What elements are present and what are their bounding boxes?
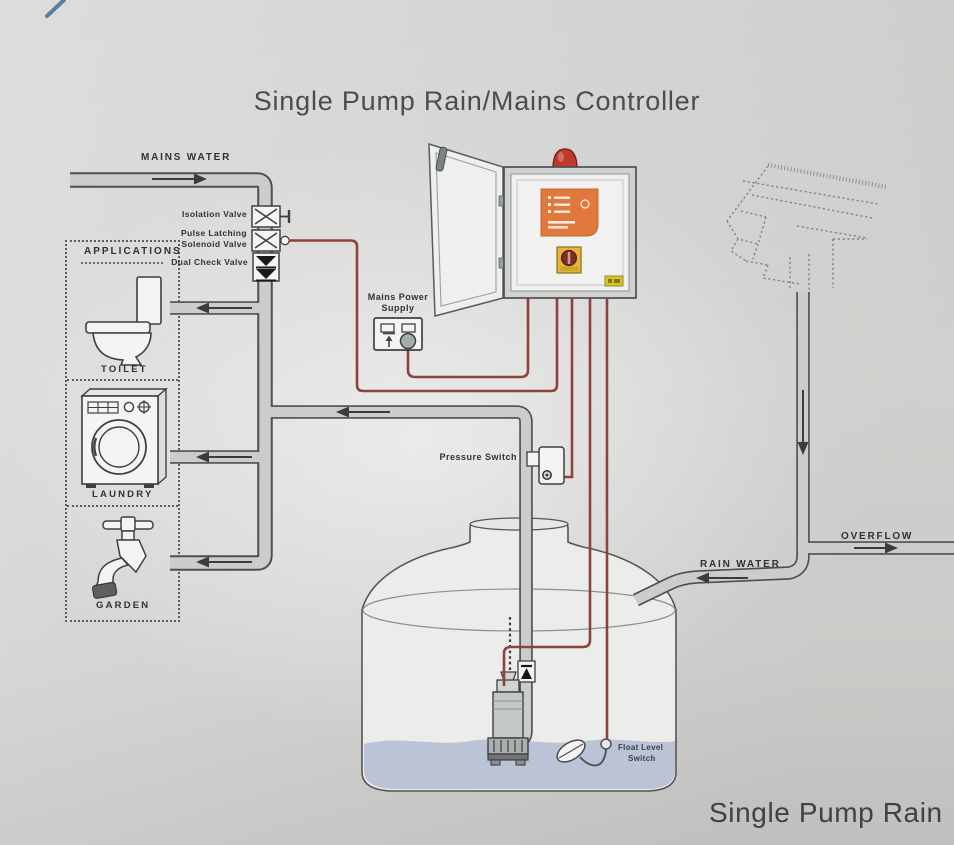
garden-label: GARDEN — [96, 600, 151, 611]
applications-underline — [81, 262, 163, 264]
rain-water-label: RAIN WATER — [700, 559, 781, 570]
pressure-switch-icon — [526, 446, 565, 485]
next-section-title: Single Pump Rain — [709, 797, 943, 828]
controller-faceplate — [540, 188, 599, 237]
tank-lid — [469, 517, 569, 531]
control-wires — [289, 239, 609, 739]
mains-power-label-line1: Mains Power — [367, 292, 429, 302]
submersible-pump-icon — [487, 671, 529, 766]
dual-check-valve-label: Dual Check Valve — [171, 257, 248, 267]
power-socket-icon — [373, 317, 423, 351]
flow-arrows — [152, 173, 898, 584]
solenoid-wire — [289, 239, 559, 393]
float-level-switch-icon — [556, 738, 612, 767]
valve-set — [251, 205, 291, 282]
toilet-laundry-divider — [67, 379, 178, 381]
pulse-latching-label-line2: Solenoid Valve — [181, 239, 247, 249]
pressure-switch-wire — [564, 298, 574, 479]
cabinet-door — [428, 142, 505, 317]
mains-power-label-line2: Supply — [381, 303, 415, 313]
laundry-label: LAUNDRY — [92, 489, 154, 500]
isolation-valve-icon — [251, 205, 291, 228]
applications-box — [65, 240, 180, 622]
garden-tap-icon — [92, 516, 154, 599]
mains-water-label: MAINS WATER — [141, 152, 232, 163]
power-wire — [406, 298, 530, 379]
float-level-label-line2: Switch — [628, 754, 656, 763]
dual-check-valve-icon — [252, 252, 280, 282]
tank-rim — [362, 588, 676, 632]
applications-label: APPLICATIONS — [84, 246, 182, 257]
isolation-valve-label: Isolation Valve — [181, 209, 247, 219]
pulse-latching-label-line1: Pulse Latching — [180, 228, 247, 238]
washing-machine-icon — [80, 387, 168, 488]
roof-gutter-sketch — [726, 162, 887, 291]
pump-wire — [502, 298, 592, 686]
tank-body — [361, 522, 677, 792]
toilet-label: TOILET — [101, 364, 148, 375]
laundry-garden-divider — [67, 505, 178, 507]
corner-mark — [45, 0, 66, 18]
solenoid-valve-icon — [251, 229, 290, 252]
float-level-label-line1: Float Level — [618, 743, 664, 752]
in-tank-equipment — [487, 617, 612, 767]
controller-cabinet — [428, 142, 637, 317]
page-title: Single Pump Rain/Mains Controller — [253, 86, 701, 116]
overflow-label: OVERFLOW — [841, 531, 914, 542]
pressure-switch-label: Pressure Switch — [439, 452, 517, 462]
toilet-icon — [85, 276, 162, 366]
door-handle — [435, 146, 448, 172]
rating-label — [604, 275, 624, 287]
rotary-switch-icon — [556, 246, 582, 274]
check-valve-icon — [517, 660, 536, 683]
